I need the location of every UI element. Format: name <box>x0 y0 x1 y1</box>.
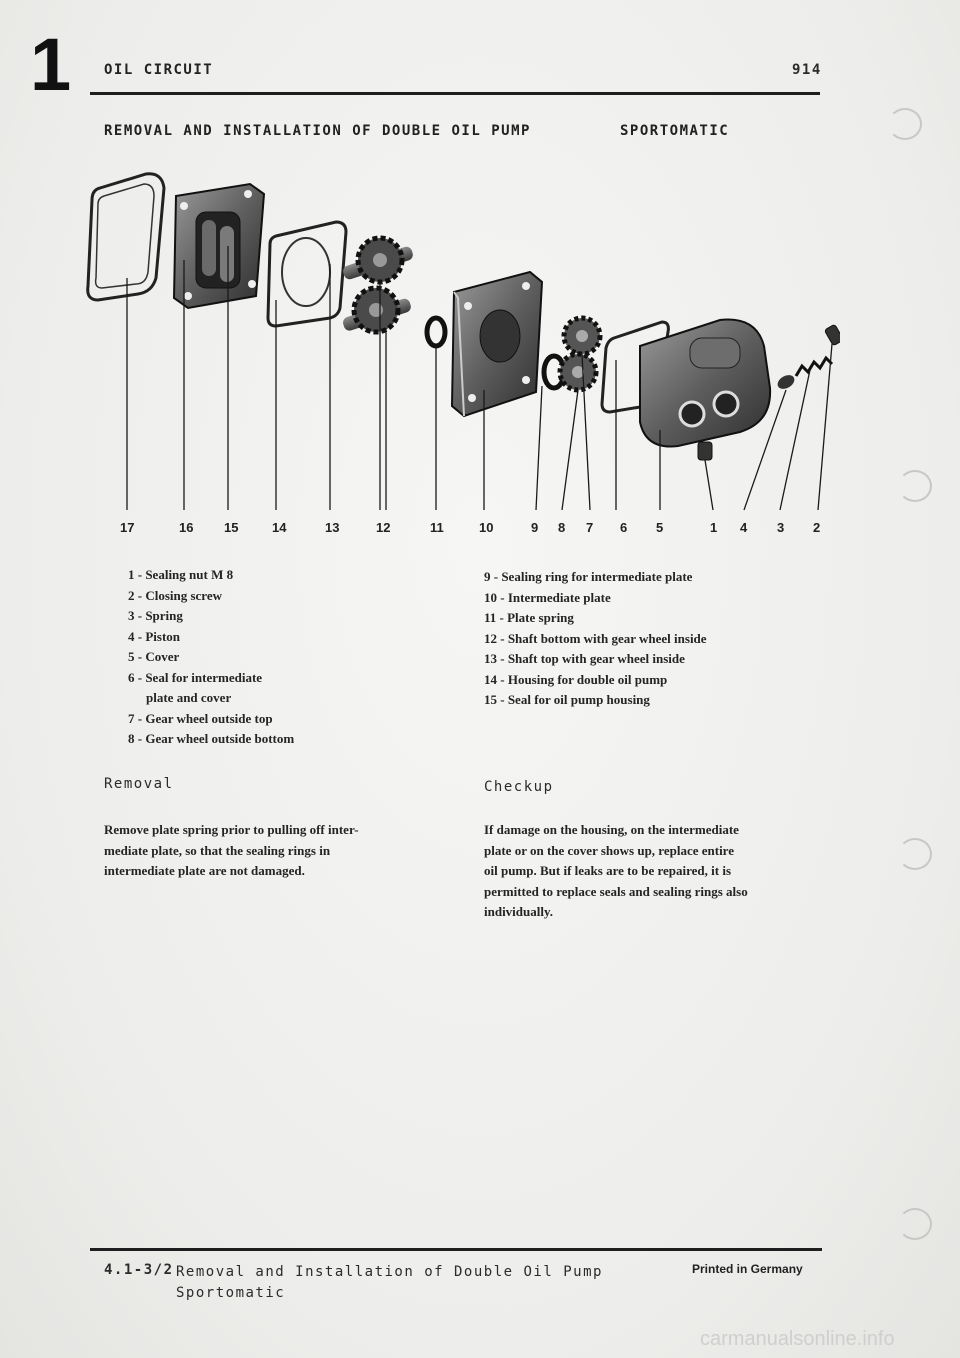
legend-item: 7 - Gear wheel outside top <box>128 710 273 726</box>
removal-line: mediate plate, so that the sealing rings… <box>104 842 331 858</box>
housing-seal-gasket <box>86 172 166 302</box>
legend-item: 3 - Spring <box>128 608 183 623</box>
callout-6: 6 <box>620 520 627 535</box>
callout-5: 5 <box>656 520 663 535</box>
callout-13: 13 <box>325 520 339 535</box>
checkup-heading: Checkup <box>484 779 554 795</box>
binder-hole-mark <box>898 1208 932 1240</box>
parts-legend-left: 1 - Sealing nut M 8 2 - Closing screw 3 … <box>128 565 428 750</box>
checkup-line: If damage on the housing, on the interme… <box>484 822 739 837</box>
removal-paragraph: Remove plate spring prior to pulling off… <box>104 820 434 882</box>
page-title: REMOVAL AND INSTALLATION OF DOUBLE OIL P… <box>104 123 531 139</box>
callout-14: 14 <box>272 520 287 535</box>
legend-item: 13 - Shaft top with gear wheel inside <box>484 651 685 666</box>
printed-in-germany: Printed in Germany <box>692 1262 803 1276</box>
callout-numbers: 17 16 15 14 13 12 11 10 9 8 7 6 5 1 4 3 … <box>120 520 820 535</box>
sealing-nut <box>697 441 713 461</box>
section-title: OIL CIRCUIT <box>104 62 214 78</box>
binder-hole-mark <box>888 108 922 140</box>
legend-item: 11 - Plate spring <box>484 610 574 625</box>
removal-line: intermediate plate are not damaged. <box>104 863 305 878</box>
parts-legend-right: 9 - Sealing ring for intermediate plate … <box>484 567 824 711</box>
footer-code: 4.1-3/2 <box>104 1262 174 1278</box>
footer-title-line: Removal and Installation of Double Oil P… <box>176 1264 603 1280</box>
pump-cover <box>639 318 772 448</box>
plate-spring <box>424 315 448 349</box>
legend-item-continuation: plate and cover <box>146 690 232 705</box>
legend-item: 6 - Seal for intermediate <box>128 669 263 685</box>
legend-item: 12 - Shaft bottom with gear wheel inside <box>484 630 707 646</box>
legend-item: 14 - Housing for double oil pump <box>484 671 668 687</box>
leader-lines <box>126 246 833 511</box>
removal-line: Remove plate spring prior to pulling off… <box>104 822 359 837</box>
checkup-line: individually. <box>484 904 554 919</box>
legend-item: 4 - Piston <box>128 628 180 644</box>
callout-1: 1 <box>710 520 717 535</box>
legend-item: 2 - Closing screw <box>128 587 223 603</box>
legend-item: 10 - Intermediate plate <box>484 589 611 605</box>
callout-7: 7 <box>586 520 593 535</box>
footer-rule <box>90 1248 822 1251</box>
callout-4: 4 <box>740 520 748 535</box>
footer-title: Removal and Installation of Double Oil P… <box>176 1262 603 1304</box>
intermediate-plate <box>450 270 544 418</box>
legend-item: 15 - Seal for oil pump housing <box>484 692 650 707</box>
watermark: carmanualsonline.info <box>700 1328 895 1350</box>
double-oil-pump-housing <box>172 182 266 310</box>
removal-heading: Removal <box>104 776 174 792</box>
housing-gasket <box>266 220 348 328</box>
legend-item: 9 - Sealing ring for intermediate plate <box>484 569 693 584</box>
callout-16: 16 <box>179 520 193 535</box>
callout-11: 11 <box>430 520 444 535</box>
legend-item: 5 - Cover <box>128 649 180 664</box>
callout-2: 2 <box>813 520 820 535</box>
callout-9: 9 <box>531 520 538 535</box>
chapter-number: 1 <box>30 23 72 106</box>
page-subtitle: SPORTOMATIC <box>620 123 730 139</box>
binder-hole-mark <box>898 470 932 502</box>
callout-15: 15 <box>224 520 238 535</box>
callout-3: 3 <box>777 520 784 535</box>
checkup-paragraph: If damage on the housing, on the interme… <box>484 820 829 923</box>
legend-item: 1 - Sealing nut M 8 <box>128 567 234 582</box>
callout-10: 10 <box>479 520 493 535</box>
gear-shafts <box>343 235 413 335</box>
callout-17: 17 <box>120 520 134 535</box>
piston-spring-screw <box>777 324 840 389</box>
outer-gear-wheels <box>557 315 603 393</box>
header-rule <box>90 92 820 95</box>
footer-title-line: Sportomatic <box>176 1285 286 1301</box>
legend-item: 8 - Gear wheel outside bottom <box>128 731 295 746</box>
checkup-line: plate or on the cover shows up, replace … <box>484 842 734 858</box>
checkup-line: oil pump. But if leaks are to be repaire… <box>484 863 732 878</box>
page-number: 914 <box>792 62 822 78</box>
checkup-line: permitted to replace seals and sealing r… <box>484 883 748 899</box>
callout-12: 12 <box>376 520 390 535</box>
exploded-view-diagram: 17 16 15 14 13 12 11 10 9 8 7 6 5 1 4 3 … <box>86 172 840 535</box>
binder-hole-mark <box>898 838 932 870</box>
callout-8: 8 <box>558 520 565 535</box>
